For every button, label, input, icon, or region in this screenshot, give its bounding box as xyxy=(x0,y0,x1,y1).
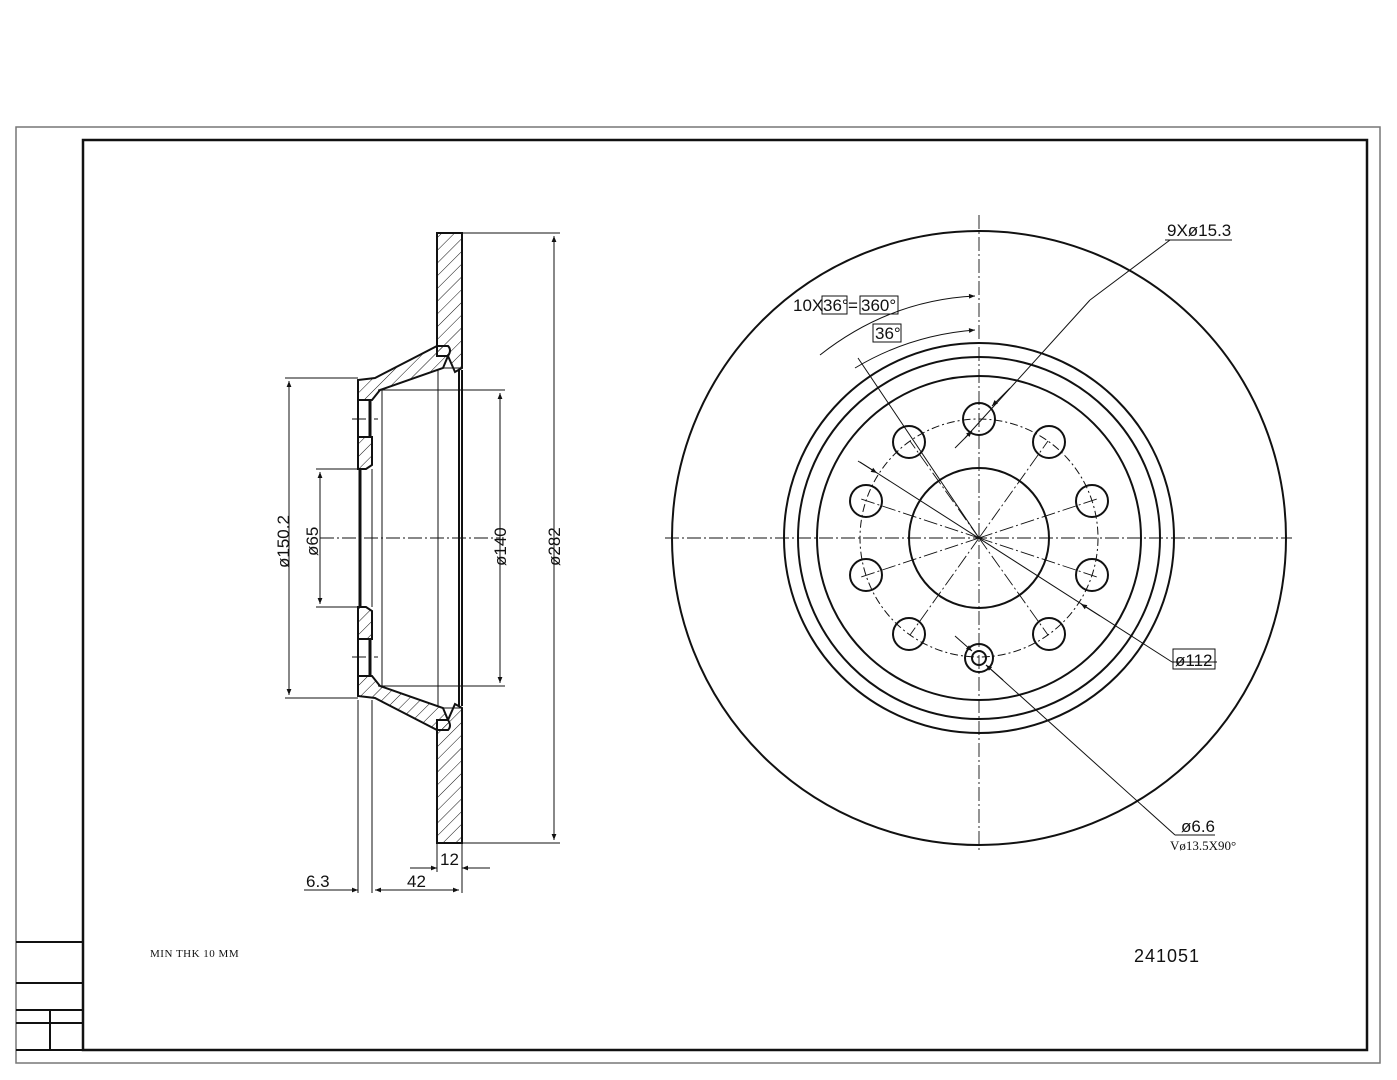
bolt-hole xyxy=(849,484,883,518)
side-view: ø282 ø140 ø150.2 ø65 12 42 6.3 xyxy=(274,232,564,893)
min-thickness-note: MIN THK 10 MM xyxy=(150,948,239,960)
svg-text:36°: 36° xyxy=(875,324,901,343)
hat-ring-inner xyxy=(816,375,1142,701)
bolt-holes xyxy=(849,402,1109,651)
center-bore xyxy=(908,467,1050,609)
radial-centerlines xyxy=(860,440,1098,636)
bolt-holes-callout: 9Xø15.3 xyxy=(1167,221,1231,240)
countersink-callout: Vø13.5X90° xyxy=(1170,838,1236,853)
angle-arc-36 xyxy=(854,328,976,369)
hub-face-bottom xyxy=(357,606,373,640)
part-number: 241051 xyxy=(1134,946,1200,966)
locating-hole-callout: ø6.6 xyxy=(1181,817,1215,836)
drawing-frame xyxy=(15,126,1381,1064)
angle-pattern-callout: 10X 36° = 360° 36° xyxy=(793,295,902,343)
bolt-hole xyxy=(1032,425,1066,459)
bolt-hole xyxy=(892,617,926,651)
locating-hole-countersink xyxy=(964,643,994,673)
dim-overall-diameter: ø282 xyxy=(545,527,564,566)
hub-face-top xyxy=(357,436,373,470)
svg-text:36°: 36° xyxy=(823,296,849,315)
inner-frame xyxy=(81,138,1369,1052)
angle-arc-360 xyxy=(819,293,976,356)
disc-outer-edge xyxy=(671,230,1287,846)
bolt-hole xyxy=(1032,617,1066,651)
bolt-circle-box xyxy=(1172,648,1216,670)
svg-text:10X: 10X xyxy=(793,296,823,315)
locating-hole xyxy=(971,650,987,666)
dim-hat-diameter: ø140 xyxy=(491,527,510,566)
bolt-hole xyxy=(892,425,926,459)
dim-overall-height: 42 xyxy=(407,872,426,891)
bolt-hole xyxy=(1075,558,1109,592)
outer-frame xyxy=(15,126,1381,1064)
bolt-hole xyxy=(849,558,883,592)
hat-ring-middle xyxy=(797,356,1161,720)
svg-text:360°: 360° xyxy=(861,296,896,315)
svg-text:=: = xyxy=(848,296,858,315)
dim-disc-thickness: 12 xyxy=(440,850,459,869)
hat-wall-top xyxy=(357,345,451,401)
front-view: 9Xø15.3 ø112 ø6.6 Vø13.5X90° 10X 36° = 3… xyxy=(665,215,1292,853)
bolt-hole xyxy=(962,402,996,436)
bolt-circle xyxy=(859,418,1099,658)
title-block xyxy=(16,941,83,1051)
bolt-circle-callout: ø112 xyxy=(1175,651,1213,670)
dim-hub-thickness: 6.3 xyxy=(306,872,330,891)
bolt-hole xyxy=(1075,484,1109,518)
hat-ring-outer xyxy=(783,342,1175,734)
dim-hat-outer-diameter: ø150.2 xyxy=(274,515,293,568)
dim-center-bore: ø65 xyxy=(303,527,322,556)
